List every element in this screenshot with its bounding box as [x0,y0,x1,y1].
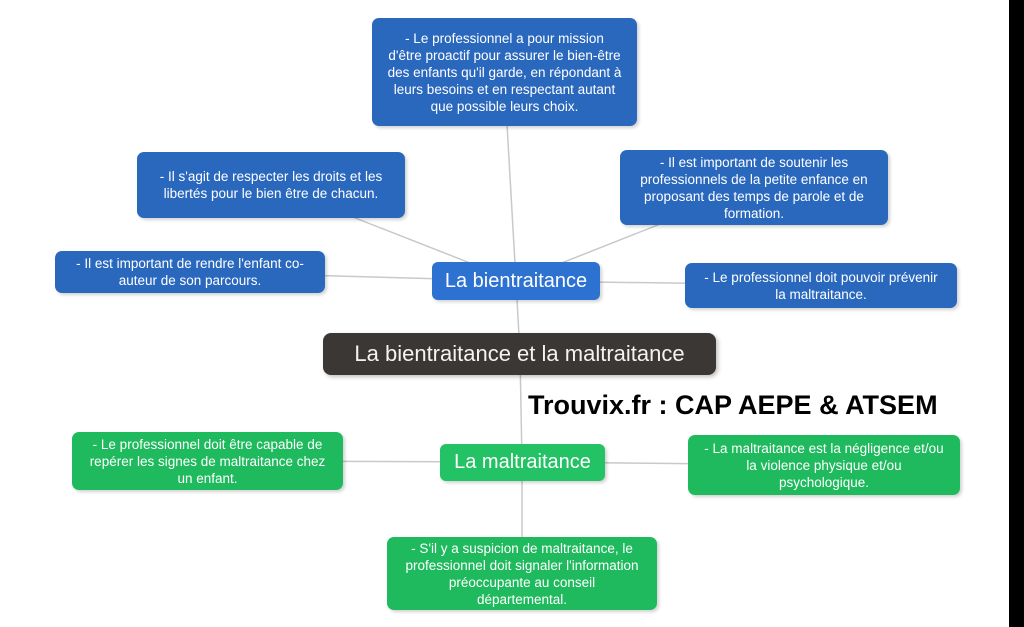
root-topic[interactable]: La bientraitance et la maltraitance [323,333,716,375]
note-respect-rights[interactable]: - Il s'agit de respecter les droits et l… [137,152,405,218]
note-professional-mission[interactable]: - Le professionnel a pour mission d'être… [372,18,637,126]
note-support-professionals[interactable]: - Il est important de soutenir les profe… [620,150,888,225]
branch-maltraitance[interactable]: La maltraitance [440,444,605,481]
branch-bientraitance[interactable]: La bientraitance [432,262,600,300]
note-maltreatment-definition[interactable]: - La maltraitance est la négligence et/o… [688,435,960,495]
right-edge-bar [1009,0,1024,627]
note-report-suspicion[interactable]: - S'il y a suspicion de maltraitance, le… [387,537,657,610]
note-prevent-maltreatment[interactable]: - Le professionnel doit pouvoir prévenir… [685,263,957,308]
note-detect-signs[interactable]: - Le professionnel doit être capable de … [72,432,343,490]
note-child-coauthor[interactable]: - Il est important de rendre l'enfant co… [55,251,325,293]
watermark-text: Trouvix.fr : CAP AEPE & ATSEM [528,390,938,420]
